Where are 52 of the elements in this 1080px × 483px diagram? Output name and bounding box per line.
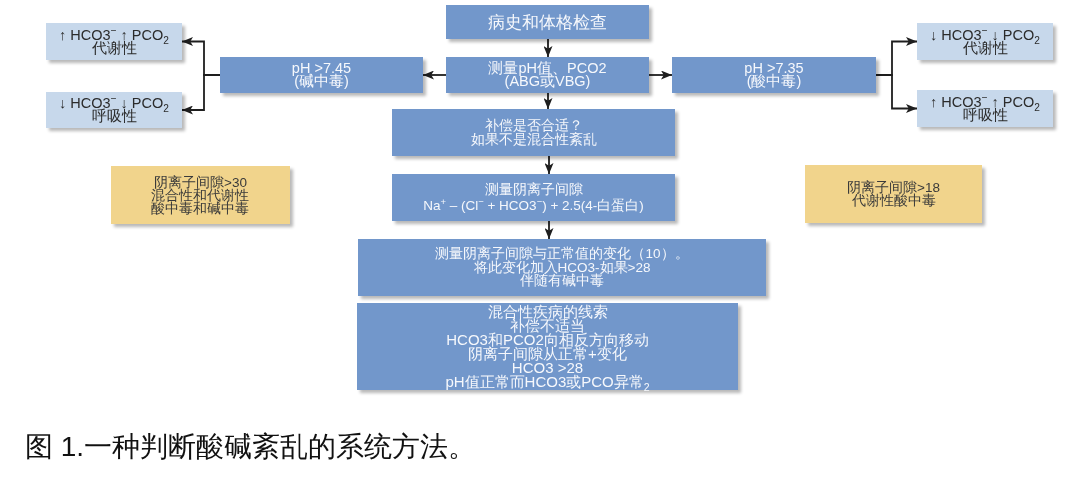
box-text: Na$^{+}$ – (Cl$^{−}$ + HCO3$^{−}$) + 2.5(4-白蛋白) <box>423 197 644 214</box>
result-box <box>46 92 182 128</box>
arrow <box>648 70 673 80</box>
arrow <box>543 92 553 110</box>
box-text: 补偿不适当 <box>510 318 585 333</box>
box-text: HCO3 >28 <box>511 360 584 375</box>
box-text: (酸中毒) <box>746 75 802 88</box>
box-text: 测量阴离子间隙 <box>484 181 583 198</box>
process-box <box>672 57 876 93</box>
box-text: 阴离子间隙>30 <box>154 175 247 189</box>
box-text: 呼吸性 <box>962 108 1008 122</box>
box-text: 病史和体格检查 <box>488 13 607 31</box>
result-box <box>917 90 1053 127</box>
figure-caption: 图 1.一种判断酸碱紊乱的系统方法。 <box>25 431 477 463</box>
box-text: 测量阴离子间隙与正常值的变化（10）。 <box>435 247 689 261</box>
box-text: (碱中毒) <box>294 75 349 88</box>
process-box <box>357 303 738 390</box>
box-text: (ABG或VBG) <box>504 75 591 88</box>
box-text: 代谢性 <box>962 41 1008 55</box>
box-text: ↑ HCO3$^{−}$ ↑ PCO$_{2}$ <box>930 95 1040 109</box>
box-text: 测量pH值、PCO2 <box>488 62 607 75</box>
box-text: pH >7.35 <box>744 62 804 75</box>
result-box <box>46 23 182 60</box>
note-box <box>805 165 982 223</box>
note-box <box>111 166 290 224</box>
arrow <box>181 74 221 115</box>
box-text: 补偿是否合适？ <box>484 118 583 133</box>
process-box <box>446 5 649 39</box>
process-box <box>446 57 649 93</box>
box-text: 阴离子间隙>18 <box>847 181 940 194</box>
arrow <box>422 70 447 80</box>
box-text: 将此变化加入HCO3-如果>28伴随有碱中毒 <box>473 260 652 288</box>
box-text: ↓ HCO3$^{−}$ ↓ PCO$_{2}$ <box>930 28 1040 42</box>
box-text: 阴离子间隙从正常+变化 <box>468 346 627 361</box>
box-text: ↑ HCO3$^{−}$ ↑ PCO$_{2}$ <box>59 28 169 42</box>
result-box <box>917 23 1053 60</box>
arrow <box>875 74 918 113</box>
process-box <box>392 109 675 156</box>
box-text: 混合性和代谢性酸中毒和碱中毒 <box>150 188 251 215</box>
box-text: HCO3和PCO2向相反方向移动 <box>446 332 649 347</box>
box-text: 代谢性酸中毒 <box>851 194 936 207</box>
box-text: pH值正常而HCO3或PCO异常$_{2}$ <box>445 374 650 389</box>
arrow <box>543 38 553 58</box>
box-text: pH >7.45 <box>291 62 352 75</box>
process-box <box>392 174 675 221</box>
box-text: 如果不是混合性紊乱 <box>470 132 597 147</box>
process-box <box>220 57 423 93</box>
process-box <box>358 239 766 296</box>
box-text: 代谢性 <box>91 41 137 55</box>
arrow <box>544 155 554 175</box>
box-text: 混合性疾病的线索 <box>487 304 608 319</box>
arrow <box>544 220 554 240</box>
